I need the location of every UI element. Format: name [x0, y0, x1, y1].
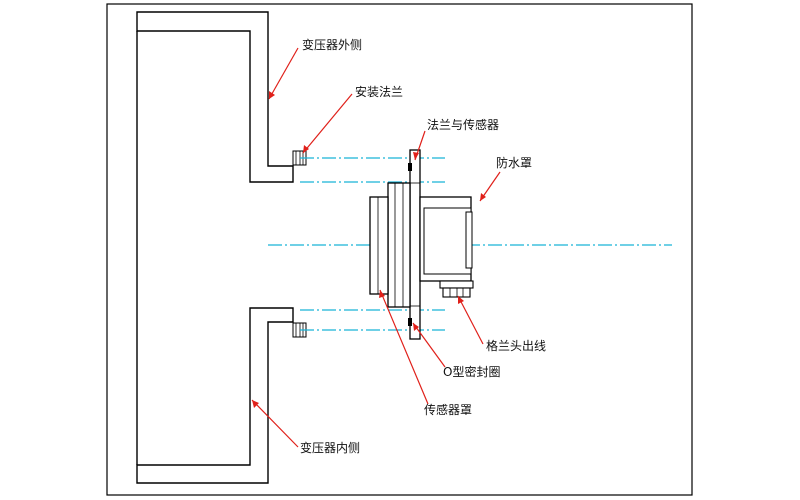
waterproof-cover — [419, 196, 473, 282]
label-transformer-outer-wall: 变压器外侧 — [302, 37, 362, 52]
label-connector-outlet: 格兰头出线 — [486, 338, 546, 353]
transformer-wall-upper — [136, 11, 294, 183]
leader-waterproof-cover — [479, 171, 501, 202]
sensor-housing — [369, 182, 411, 308]
leader-o-ring — [412, 322, 446, 368]
label-mounting-flange: 安装法兰 — [355, 84, 403, 99]
leader-connector-outlet — [457, 295, 484, 345]
label-o-ring-seal: O型密封圈 — [443, 364, 500, 379]
transformer-wall-lower — [136, 307, 294, 484]
drawing-frame — [106, 3, 693, 496]
leader-sensor-housing — [379, 289, 429, 405]
label-transformer-inner-wall: 变压器内侧 — [300, 440, 360, 455]
cable-gland — [439, 280, 474, 298]
leader-transformer-outer — [268, 47, 299, 100]
leader-mounting-flange — [302, 93, 353, 154]
label-waterproof-cover: 防水罩 — [496, 155, 532, 170]
label-flange-and-sensor: 法兰与传感器 — [427, 117, 499, 132]
label-sensor-housing: 传感器罩 — [424, 402, 472, 417]
leader-flange-sensor — [413, 130, 426, 161]
leader-transformer-inner — [251, 399, 299, 448]
